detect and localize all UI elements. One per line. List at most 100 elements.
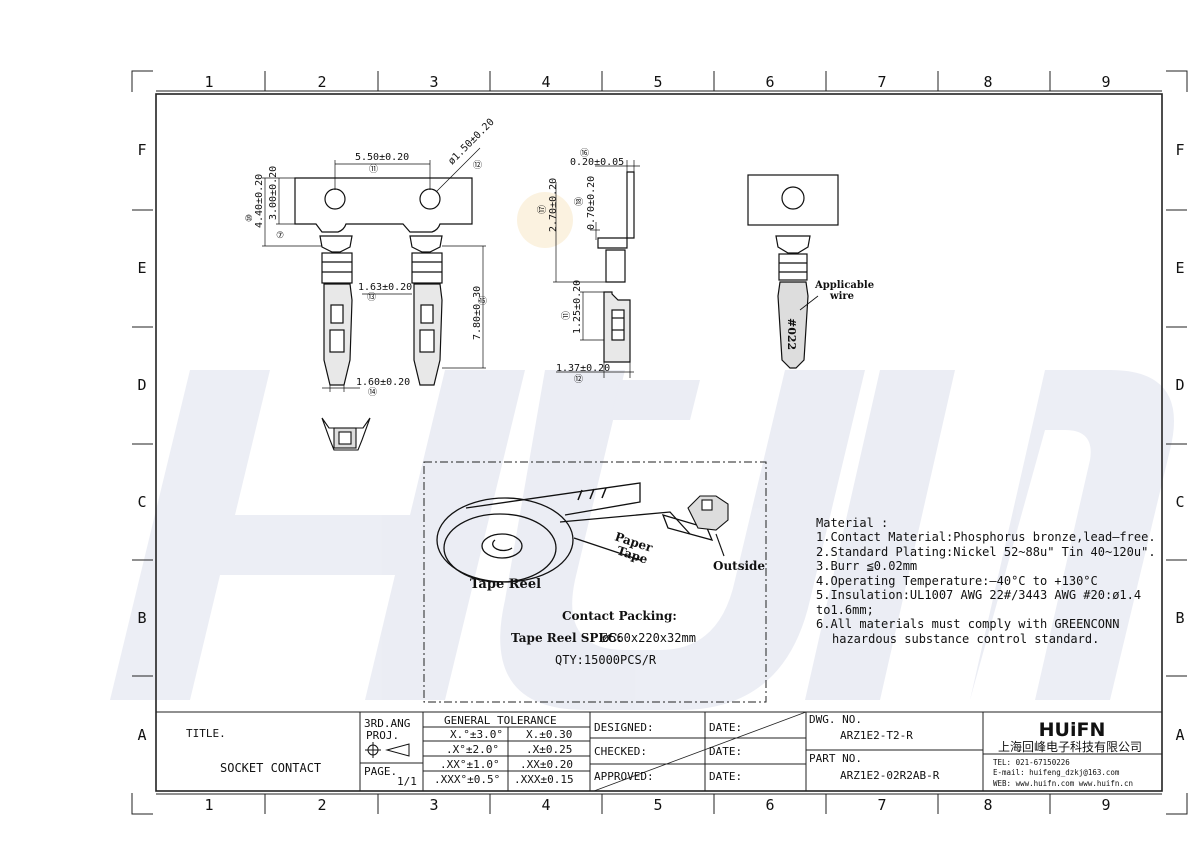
row-label: D: [137, 376, 146, 394]
note-line: to1.6mm;: [816, 603, 874, 617]
spec-label: Tape Reel SPEC:: [511, 631, 622, 645]
feed-arrows: [577, 487, 607, 501]
dim-balloon: ⑱: [574, 197, 585, 206]
part-no-value: ARZ1E2-02R2AB-R: [840, 769, 940, 782]
dim-balloon: ⑯: [580, 148, 589, 159]
tol-cell: .XX°±1.0°: [440, 758, 500, 771]
col-label: 6: [765, 796, 774, 814]
col-label: 8: [983, 796, 992, 814]
dim-balloon: ⑬: [367, 292, 376, 303]
dim-balloon: ⑭: [368, 387, 377, 398]
proj-label-1: 3RD.ANG: [364, 717, 410, 730]
designed-label: DESIGNED:: [594, 721, 654, 734]
date-label: DATE:: [709, 721, 742, 734]
note-line: 3.Burr ≦0.02mm: [816, 559, 917, 573]
col-label: 3: [429, 796, 438, 814]
dim-text: 1.63±0.20: [358, 282, 412, 293]
dim-text: 1.37±0.20: [556, 363, 610, 374]
qty-label: QTY:15000PCS/R: [555, 653, 657, 667]
title-block-text: TITLE. SOCKET CONTACT 3RD.ANG PROJ. PAGE…: [186, 713, 940, 788]
company-tel: TEL: 021-67150226: [993, 758, 1070, 767]
col-label: 7: [877, 73, 886, 91]
row-label: E: [137, 259, 146, 277]
proj-label-2: PROJ.: [366, 729, 399, 742]
company-logo: HUiFN: [1039, 719, 1106, 741]
contact-on-strip: [687, 495, 729, 557]
spec-value: ø560x220x32mm: [602, 631, 696, 645]
dim-text: 4.40±0.20: [254, 174, 265, 228]
tol-cell: X.°±3.0°: [450, 728, 503, 741]
tol-cell: .X°±2.0°: [446, 743, 499, 756]
approved-label: APPROVED:: [594, 770, 654, 783]
front-view: [262, 147, 486, 392]
date-label: DATE:: [709, 745, 742, 758]
side-view: [553, 160, 640, 378]
projection-symbol: [365, 742, 410, 758]
note-line: 1.Contact Material:Phosphorus bronze,lea…: [816, 530, 1156, 544]
col-label: 1: [204, 73, 213, 91]
notes-header: Material :: [816, 516, 888, 530]
part-no-label: PART NO.: [809, 752, 862, 765]
dim-balloon: ⑰: [537, 205, 548, 214]
tol-cell: X.±0.30: [526, 728, 572, 741]
row-label: C: [137, 493, 146, 511]
dim-text: 3.00±0.20: [268, 166, 279, 220]
page-label: PAGE.: [364, 765, 397, 778]
company-name: 上海回峰电子科技有限公司: [998, 739, 1142, 754]
dim-text: 2.70±0.20: [548, 178, 559, 232]
date-label: DATE:: [709, 770, 742, 783]
dim-balloon: ⑫: [574, 374, 583, 385]
tol-cell: .XXX°±0.5°: [434, 773, 500, 786]
tol-cell: .X±0.25: [526, 743, 572, 756]
tape-reel-icon: [436, 482, 714, 583]
col-label: 6: [765, 73, 774, 91]
col-label: 5: [653, 73, 662, 91]
title-block: [156, 711, 1162, 792]
dim-text: 1.60±0.20: [356, 377, 410, 388]
outside-label: Outside: [713, 559, 765, 573]
dwg-no-label: DWG. NO.: [809, 713, 862, 726]
company-web: WEB: www.huifn.com www.huifn.cn: [993, 779, 1133, 788]
dim-balloon: ⑫: [473, 160, 482, 171]
checked-label: CHECKED:: [594, 745, 647, 758]
dim-balloon: ⑦: [276, 231, 284, 241]
col-label: 4: [541, 73, 550, 91]
iso-contact-icon: [321, 417, 371, 451]
row-label: D: [1175, 376, 1184, 394]
dim-text: 5.50±0.20: [355, 152, 409, 163]
packing-diagram: Paper Tape Outside Tape Reel Contact Pac…: [423, 461, 767, 703]
dwg-no-value: ARZ1E2-T2-R: [840, 729, 913, 742]
note-line: hazardous substance control standard.: [832, 632, 1099, 646]
note-line: 2.Standard Plating:Nickel 52~88u" Tin 40…: [816, 545, 1156, 559]
col-label: 5: [653, 796, 662, 814]
tol-cell: .XXX±0.15: [514, 773, 574, 786]
applicable-label: Applicable: [814, 280, 874, 291]
dim-balloon: ⑪: [561, 311, 572, 320]
col-label: 8: [983, 73, 992, 91]
company-email: E-mail: huifeng_dzkj@163.com: [993, 768, 1120, 777]
company-block: HUiFN 上海回峰电子科技有限公司 TEL: 021-67150226 E-m…: [993, 719, 1142, 788]
note-line: 5.Insulation:UL1007 AWG 22#/3443 AWG #20…: [816, 588, 1141, 602]
dim-text: ø1.50±0.20: [446, 117, 496, 167]
terminal-side-view: [747, 174, 839, 369]
row-label: A: [137, 726, 146, 744]
applicable-wire-label: Applicable wire #022: [785, 280, 874, 350]
col-label: 9: [1101, 796, 1110, 814]
row-label: A: [1175, 726, 1184, 744]
row-label: B: [1175, 609, 1184, 627]
col-label: 7: [877, 796, 886, 814]
tape-reel-label: Tape Reel: [470, 577, 541, 592]
dim-text: 1.25±0.20: [572, 280, 583, 334]
material-notes: Material : 1.Contact Material:Phosphorus…: [816, 516, 1156, 646]
dim-balloon: ⑩: [245, 214, 255, 222]
dim-balloon: ⑪: [369, 164, 378, 175]
row-label: C: [1175, 493, 1184, 511]
row-label: E: [1175, 259, 1184, 277]
col-label: 9: [1101, 73, 1110, 91]
contact-packing-title: Contact Packing:: [562, 609, 677, 623]
column-labels: 1 2 3 4 5 6 7 8 9 1 2 3 4 5 6 7 8 9: [204, 73, 1110, 814]
row-label: F: [137, 141, 146, 159]
wire-gauge-mark: #022: [785, 318, 798, 350]
sheet-border: [131, 70, 1188, 815]
